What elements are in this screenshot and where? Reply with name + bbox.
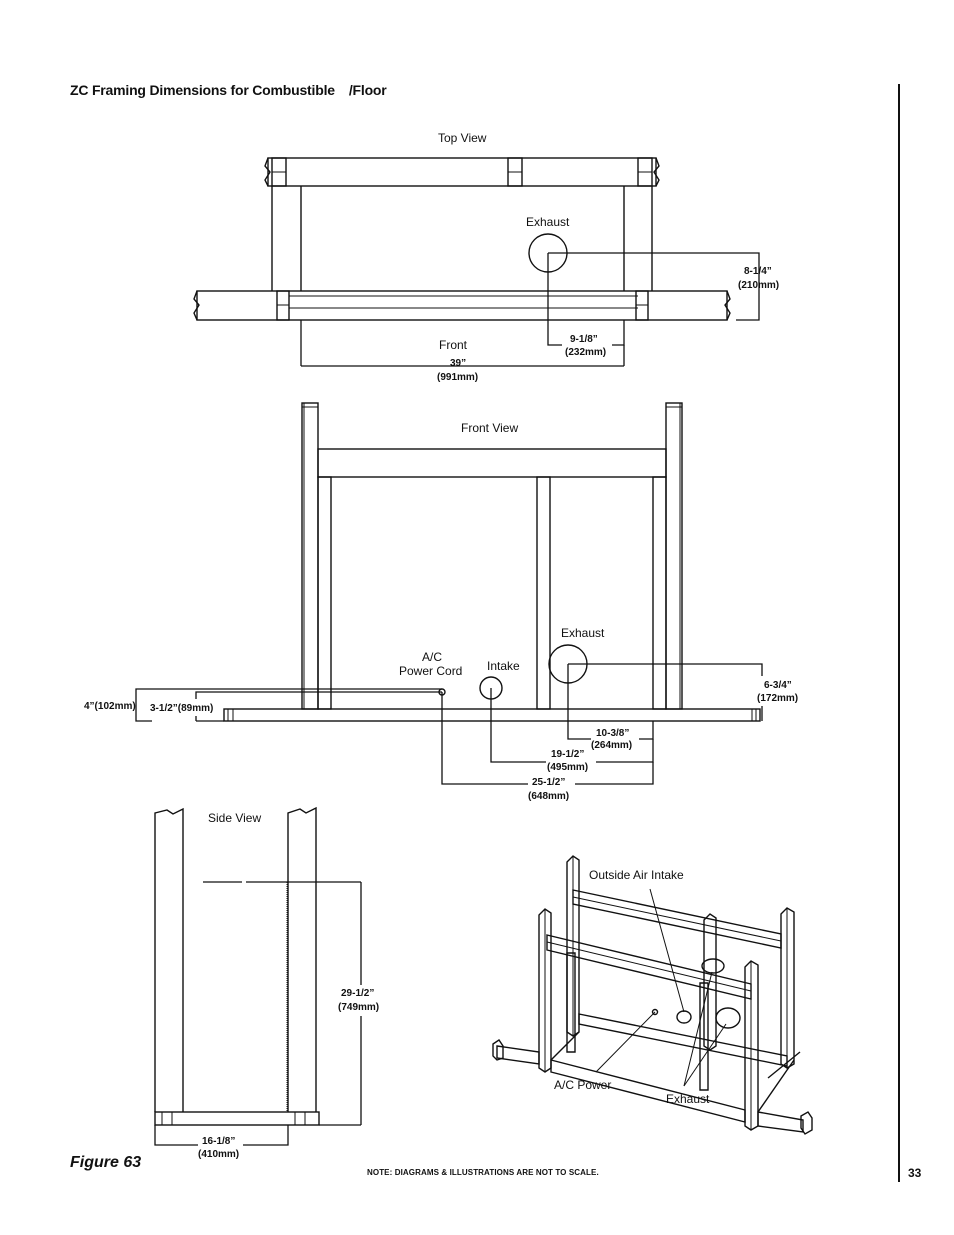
heading-part-1: ZC Framing Dimensions for Combustible: [70, 82, 335, 98]
front-dim-3half: 3-1/2”(89mm): [150, 703, 213, 714]
iso-back-header: [572, 889, 782, 949]
front-dim-25in: 25-1/2”: [532, 777, 565, 788]
side-base-plate: [154, 1111, 320, 1126]
top-dim-9in: 9-1/8”: [570, 334, 598, 345]
iso-outside-air-label: Outside Air Intake: [589, 868, 684, 882]
iso-exhaust-top: [701, 958, 725, 974]
scale-note: NOTE: DIAGRAMS & ILLUSTRATIONS ARE NOT T…: [367, 1168, 599, 1177]
side-stud-front: [154, 807, 184, 1112]
front-view: Front View Exhaust Intake A/C Power Cord: [84, 402, 798, 802]
section-heading: ZC Framing Dimensions for Combustible/Fl…: [70, 82, 387, 98]
iso-view: Outside Air Intake A/C Power Exhaust: [492, 855, 813, 1135]
top-front-break-right: [724, 290, 731, 321]
top-back-header: [267, 157, 657, 187]
front-stud-right: [652, 476, 667, 710]
iso-ac-power-label: A/C Power: [554, 1078, 611, 1092]
side-dim-749mm: (749mm): [338, 1002, 379, 1013]
front-header: [317, 448, 667, 478]
page-number: 33: [908, 1166, 922, 1180]
top-dim-991mm: (991mm): [437, 372, 478, 383]
iso-power-hole: [651, 1008, 659, 1016]
top-dim-232mm: (232mm): [565, 347, 606, 358]
front-dim-6in: 6-3/4”: [764, 680, 792, 691]
iso-exhaust-label: Exhaust: [666, 1092, 710, 1106]
heading-part-2: /Floor: [348, 82, 387, 98]
front-cord-label-2: Power Cord: [399, 664, 462, 678]
front-dim-264mm: (264mm): [591, 740, 632, 751]
iso-exhaust-back: [715, 1007, 741, 1029]
iso-back-base: [578, 1013, 788, 1067]
side-view-title: Side View: [208, 811, 261, 825]
iso-left-leg-end: [492, 1039, 504, 1061]
top-view-title: Top View: [438, 131, 487, 145]
iso-back-center-stud: [703, 913, 717, 1051]
front-dim-19in: 19-1/2”: [551, 749, 584, 760]
iso-right-leg-front: [757, 1111, 804, 1133]
iso-front-base: [550, 1059, 746, 1123]
top-break-right: [653, 157, 660, 187]
front-stud-left: [317, 476, 332, 710]
side-dim-29in: 29-1/2”: [341, 988, 374, 999]
front-dim-4in: 4”(102mm): [84, 701, 136, 712]
top-dim-39in: 39”: [450, 358, 466, 369]
front-cord-label-1: A/C: [422, 650, 442, 664]
iso-front-inner-stud-center: [699, 982, 709, 1091]
front-dim-172mm: (172mm): [757, 693, 798, 704]
front-stud-center: [536, 476, 551, 710]
figure-label: Figure 63: [70, 1154, 142, 1171]
page-margin-rule: [898, 84, 900, 1182]
top-dim-210mm: (210mm): [738, 280, 779, 291]
top-front-header: [196, 290, 728, 321]
top-exhaust-label: Exhaust: [526, 215, 570, 229]
side-view: Side View 29-1/2” (749mm) 16-1/8” (410mm…: [154, 806, 379, 1160]
iso-left-leg-front: [496, 1045, 540, 1065]
front-exhaust-label: Exhaust: [561, 626, 605, 640]
iso-right-leg-end: [800, 1111, 813, 1135]
top-front-break-left: [193, 290, 200, 321]
front-dim-648mm: (648mm): [528, 791, 569, 802]
side-stud-back: [287, 806, 317, 1112]
iso-front-header: [546, 934, 752, 1000]
iso-air-intake: [676, 1010, 692, 1024]
top-dim-8in: 8-1/4”: [744, 266, 772, 277]
top-view: Top View Exhaust 8-1/4” (210mm): [193, 131, 779, 383]
side-dim-16in: 16-1/8”: [202, 1136, 235, 1147]
top-break-left: [264, 157, 271, 187]
iso-front-inner-stud-left: [566, 952, 576, 1053]
front-view-title: Front View: [461, 421, 518, 435]
front-dim-10in: 10-3/8”: [596, 728, 629, 739]
side-dim-410mm: (410mm): [198, 1149, 239, 1160]
top-front-label: Front: [439, 338, 468, 352]
front-dim-495mm: (495mm): [547, 762, 588, 773]
front-base-plate: [223, 708, 761, 722]
front-intake-label: Intake: [487, 659, 520, 673]
